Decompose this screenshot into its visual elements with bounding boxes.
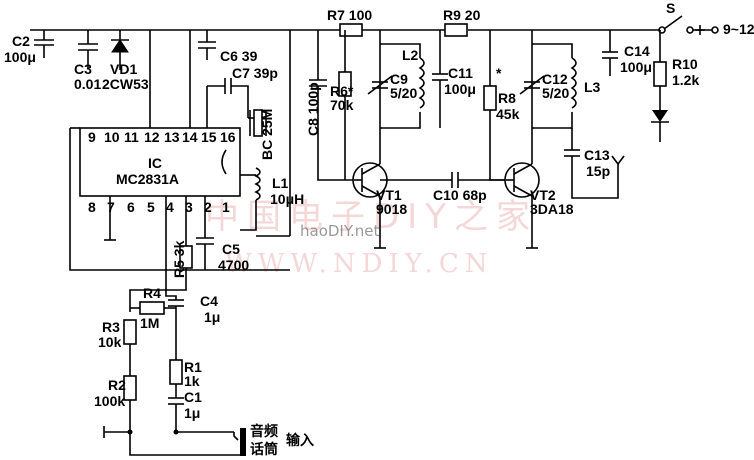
svg-text:2: 2 [204,199,212,215]
svg-text:*: * [496,65,502,81]
svg-text:C8 100p: C8 100p [305,82,321,136]
svg-text:5/20: 5/20 [390,85,417,101]
svg-text:9018: 9018 [376,201,407,217]
svg-text:L3: L3 [584,79,601,95]
r10-resistor [653,61,667,87]
ic-mc2831a [79,127,241,197]
svg-text:R10: R10 [672,56,698,72]
watermark-cn: 中国电子DIY之家 [205,197,538,237]
svg-text:70k: 70k [330,97,354,113]
svg-text:10μH: 10μH [270,191,304,207]
led [652,110,668,122]
svg-text:IC: IC [148,155,162,171]
svg-text:MC2831A: MC2831A [116,171,179,187]
svg-text:5/20: 5/20 [542,85,569,101]
svg-text:VT2: VT2 [530,187,556,203]
svg-text:16: 16 [220,129,236,145]
r9-resistor [444,23,468,37]
svg-text:R9 20: R9 20 [443,7,481,23]
svg-text:音频: 音频 [250,423,278,439]
svg-text:0.01: 0.01 [74,76,101,92]
svg-text:C7 39p: C7 39p [232,65,278,81]
svg-text:3: 3 [185,199,193,215]
svg-text:R2: R2 [108,377,126,393]
svg-text:R1: R1 [184,359,202,375]
svg-text:9~12V: 9~12V [723,21,754,37]
ic-pins-bottom: 8 7 6 5 4 3 2 1 [88,199,230,215]
svg-text:R4: R4 [143,285,161,301]
svg-text:R6*: R6* [330,83,354,99]
svg-text:输入: 输入 [286,432,314,448]
svg-text:C14: C14 [624,43,650,59]
svg-text:C3: C3 [74,61,92,77]
svg-text:9: 9 [88,129,96,145]
r3-resistor [123,319,137,345]
svg-text:10k: 10k [98,334,122,350]
svg-text:6: 6 [127,199,135,215]
svg-text:100k: 100k [94,393,125,409]
svg-text:1.2k: 1.2k [672,72,699,88]
crystal-bc [253,109,263,137]
svg-text:1: 1 [222,199,230,215]
svg-text:S: S [666,0,675,16]
svg-text:12: 12 [144,129,160,145]
svg-text:15p: 15p [586,163,610,179]
svg-text:C12: C12 [542,71,568,87]
r4-resistor [139,301,165,315]
svg-text:14: 14 [182,129,198,145]
supply-terminal [711,26,719,34]
svg-text:C2: C2 [12,33,30,49]
svg-text:1μ: 1μ [184,405,200,421]
audio-input-jack [240,428,246,456]
svg-text:C6 39: C6 39 [220,48,258,64]
svg-text:4700: 4700 [218,257,249,273]
svg-text:11: 11 [124,129,139,145]
svg-text:BC 25M: BC 25M [259,109,275,160]
svg-text:4: 4 [166,199,174,215]
svg-text:100μ: 100μ [444,81,476,97]
svg-text:R7 100: R7 100 [327,7,372,23]
svg-text:话筒: 话筒 [250,441,278,457]
svg-text:2CW53: 2CW53 [102,76,149,92]
r8-resistor [483,85,497,111]
svg-text:C10 68p: C10 68p [433,187,487,203]
svg-text:L1: L1 [272,175,289,191]
svg-text:VT1: VT1 [376,187,402,203]
svg-text:VD1: VD1 [110,61,137,77]
r7-resistor [339,23,363,37]
svg-text:13: 13 [164,129,180,145]
svg-text:C5: C5 [222,241,240,257]
svg-text:1M: 1M [140,315,159,331]
svg-text:100μ: 100μ [620,59,652,75]
ic-pins-top: 9 10 11 12 13 14 15 16 [88,129,236,145]
svg-text:L2: L2 [402,47,419,63]
svg-text:C4: C4 [200,293,218,309]
svg-text:8: 8 [88,199,96,215]
svg-text:C13: C13 [584,147,610,163]
vd1-diode [111,39,129,53]
watermark-url: WWW.NDIY.CN [225,249,493,279]
svg-text:10: 10 [104,129,120,145]
r1-resistor [169,359,183,385]
svg-text:R5 3k: R5 3k [171,240,187,278]
svg-text:C1: C1 [184,389,202,405]
svg-text:15: 15 [201,129,217,145]
svg-text:7: 7 [107,199,115,215]
svg-text:C9: C9 [390,71,408,87]
svg-text:1μ: 1μ [204,309,220,325]
svg-text:5: 5 [147,199,155,215]
l1-inductor [254,167,261,201]
svg-text:45k: 45k [496,106,520,122]
svg-text:3DA18: 3DA18 [530,201,574,217]
svg-text:100μ: 100μ [4,49,36,65]
svg-text:C11: C11 [448,65,473,81]
svg-text:R8: R8 [498,90,516,106]
svg-text:1k: 1k [184,373,200,389]
svg-text:R3: R3 [102,319,120,335]
watermark-haodiy: haoDIY.net [300,222,379,240]
